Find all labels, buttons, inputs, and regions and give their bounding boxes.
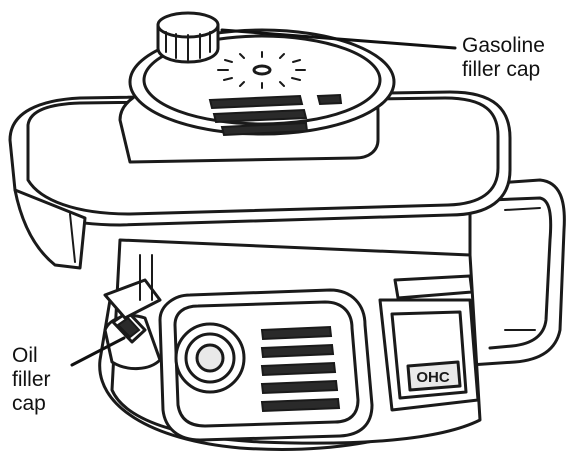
gasoline-filler-cap [158,13,218,62]
oil-cap-label-line: filler [12,368,51,392]
oil-cap-label-line: cap [12,392,51,416]
ohc-badge-text: OHC [416,369,450,386]
oil-cap-label-line: Oil [12,344,51,368]
oil-cap-label: Oil filler cap [12,344,51,416]
gasoline-cap-label-line: Gasoline [462,34,545,58]
gasoline-cap-label: Gasoline filler cap [462,34,545,82]
gasoline-cap-label-line: filler cap [462,58,545,82]
side-port [176,324,244,392]
ohc-badge: OHC [408,362,460,390]
